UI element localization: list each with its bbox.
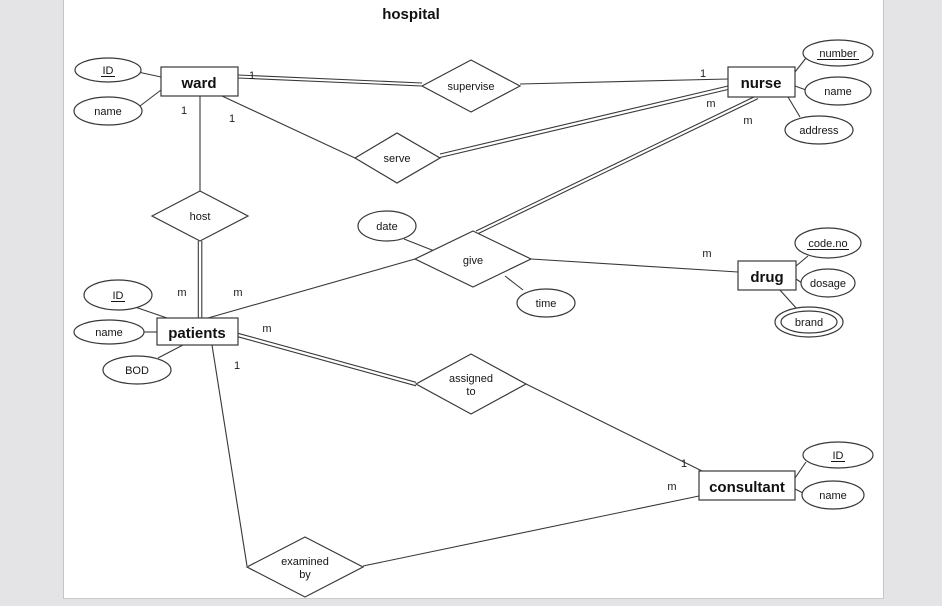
attribute-patients-name-label: name — [95, 327, 123, 339]
attribute-drug-dosage: dosage — [800, 268, 856, 298]
attribute-give-date: date — [357, 210, 417, 242]
diagram-title: hospital — [382, 6, 440, 23]
cardinality-nurse-give: m — [743, 115, 752, 127]
entity-patients-box — [156, 317, 239, 346]
relationship-assigned-to: assigned to — [414, 353, 528, 415]
attribute-nurse-number: number — [802, 39, 874, 67]
connector-host-patients-double — [197, 241, 203, 318]
entity-nurse: nurse — [727, 66, 796, 98]
entity-drug-box — [737, 260, 797, 291]
attribute-ward-id-label: ID — [103, 65, 114, 77]
relationship-host: host — [150, 190, 250, 242]
cardinality-drug-give: m — [702, 248, 711, 260]
attribute-ward-name: name — [73, 96, 143, 126]
entity-ward-label: ward — [180, 75, 216, 92]
entity-nurse-label: nurse — [741, 75, 782, 92]
attribute-consultant-id: ID — [802, 441, 874, 469]
entity-nurse-box — [727, 66, 796, 98]
entity-patients-label: patients — [168, 325, 226, 342]
entity-consultant-box — [698, 470, 796, 501]
connector-patients-assigned-double — [237, 332, 417, 387]
entity-consultant-label: consultant — [709, 479, 785, 496]
connector-patients-give — [207, 258, 416, 319]
connector-serve-nurse-double — [439, 85, 729, 159]
cardinality-patients-assigned: m — [262, 323, 271, 335]
relationship-serve: serve — [353, 132, 442, 184]
relationship-assigned-to-label-1: assigned — [449, 373, 493, 385]
entity-ward-box — [160, 66, 239, 97]
attribute-ward-name-label: name — [94, 106, 122, 118]
relationship-supervise-diamond — [420, 59, 522, 113]
relationship-serve-diamond — [353, 132, 442, 184]
relationship-serve-label: serve — [384, 153, 411, 165]
relationship-give-diamond — [413, 230, 533, 288]
attribute-nurse-name-label: name — [824, 86, 852, 98]
attribute-drug-brand-multivalued: brand — [774, 306, 844, 338]
attribute-drug-codeno-label: code.no — [808, 238, 847, 250]
connector-patients-examined — [211, 344, 248, 567]
attribute-consultant-name-label: name — [819, 490, 847, 502]
cardinality-patients-give: m — [233, 287, 242, 299]
relationship-give-label: give — [463, 255, 483, 267]
attribute-drug-brand-label: brand — [795, 317, 823, 329]
attribute-give-date-label: date — [376, 221, 397, 233]
relationship-assigned-to-diamond — [414, 353, 528, 415]
attribute-nurse-address: address — [784, 115, 854, 145]
cardinality-ward-supervise: 1 — [249, 70, 255, 82]
cardinality-nurse-supervise: 1 — [700, 68, 706, 80]
entity-drug-label: drug — [750, 269, 783, 286]
cardinality-consultant-assigned: 1 — [681, 458, 687, 470]
relationship-examined-by-label-1: examined — [281, 556, 329, 568]
attribute-drug-codeno: code.no — [794, 227, 862, 259]
attribute-give-time: time — [516, 288, 576, 318]
relationship-assigned-to-label-2: to — [466, 386, 475, 398]
attribute-patients-bod: BOD — [102, 355, 172, 385]
entity-consultant: consultant — [698, 470, 796, 501]
relationship-examined-by-diamond — [245, 536, 365, 598]
attribute-patients-name: name — [73, 319, 145, 345]
entity-ward: ward — [160, 66, 239, 97]
attribute-nurse-name: name — [804, 76, 872, 106]
entity-patients: patients — [156, 317, 239, 346]
attribute-connectors — [134, 57, 809, 494]
relationship-examined-by: examined by — [245, 536, 365, 598]
cardinality-nurse-serve: m — [706, 98, 715, 110]
cardinality-ward-host: 1 — [181, 105, 187, 117]
connector-give-drug — [530, 258, 739, 273]
cardinality-labels: 1 1 1 1 m m m m m 1 m 1 m — [177, 68, 752, 493]
attribute-patients-id-label: ID — [113, 290, 124, 302]
relationship-examined-by-label-2: by — [299, 569, 311, 581]
connector-assigned-consultant — [525, 383, 703, 472]
relationship-give: give — [413, 230, 533, 288]
connector-ward-serve — [221, 95, 356, 159]
attribute-nurse-number-label: number — [819, 48, 857, 60]
attribute-give-time-label: time — [536, 298, 557, 310]
attribute-ward-id: ID — [74, 57, 142, 83]
relationship-supervise-label: supervise — [447, 81, 494, 93]
connector-ward-supervise-double — [237, 74, 423, 87]
attribute-consultant-name: name — [801, 480, 865, 510]
cardinality-consultant-examined: m — [667, 481, 676, 493]
connector-examined-consultant — [362, 495, 700, 567]
entity-drug: drug — [737, 260, 797, 291]
connector-give-nurse-double — [475, 94, 759, 236]
attribute-patients-id: ID — [83, 279, 153, 311]
cardinality-patients-examined: 1 — [234, 360, 240, 372]
relationship-supervise: supervise — [420, 59, 522, 113]
cardinality-patients-host: m — [177, 287, 186, 299]
cardinality-ward-serve: 1 — [229, 113, 235, 125]
connector-supervise-nurse — [519, 78, 729, 85]
relationship-host-diamond — [150, 190, 250, 242]
attribute-patients-bod-label: BOD — [125, 365, 149, 377]
attribute-drug-dosage-label: dosage — [810, 278, 846, 290]
attribute-nurse-address-label: address — [799, 125, 839, 137]
attribute-consultant-id-label: ID — [833, 450, 844, 462]
relationship-host-label: host — [190, 211, 211, 223]
